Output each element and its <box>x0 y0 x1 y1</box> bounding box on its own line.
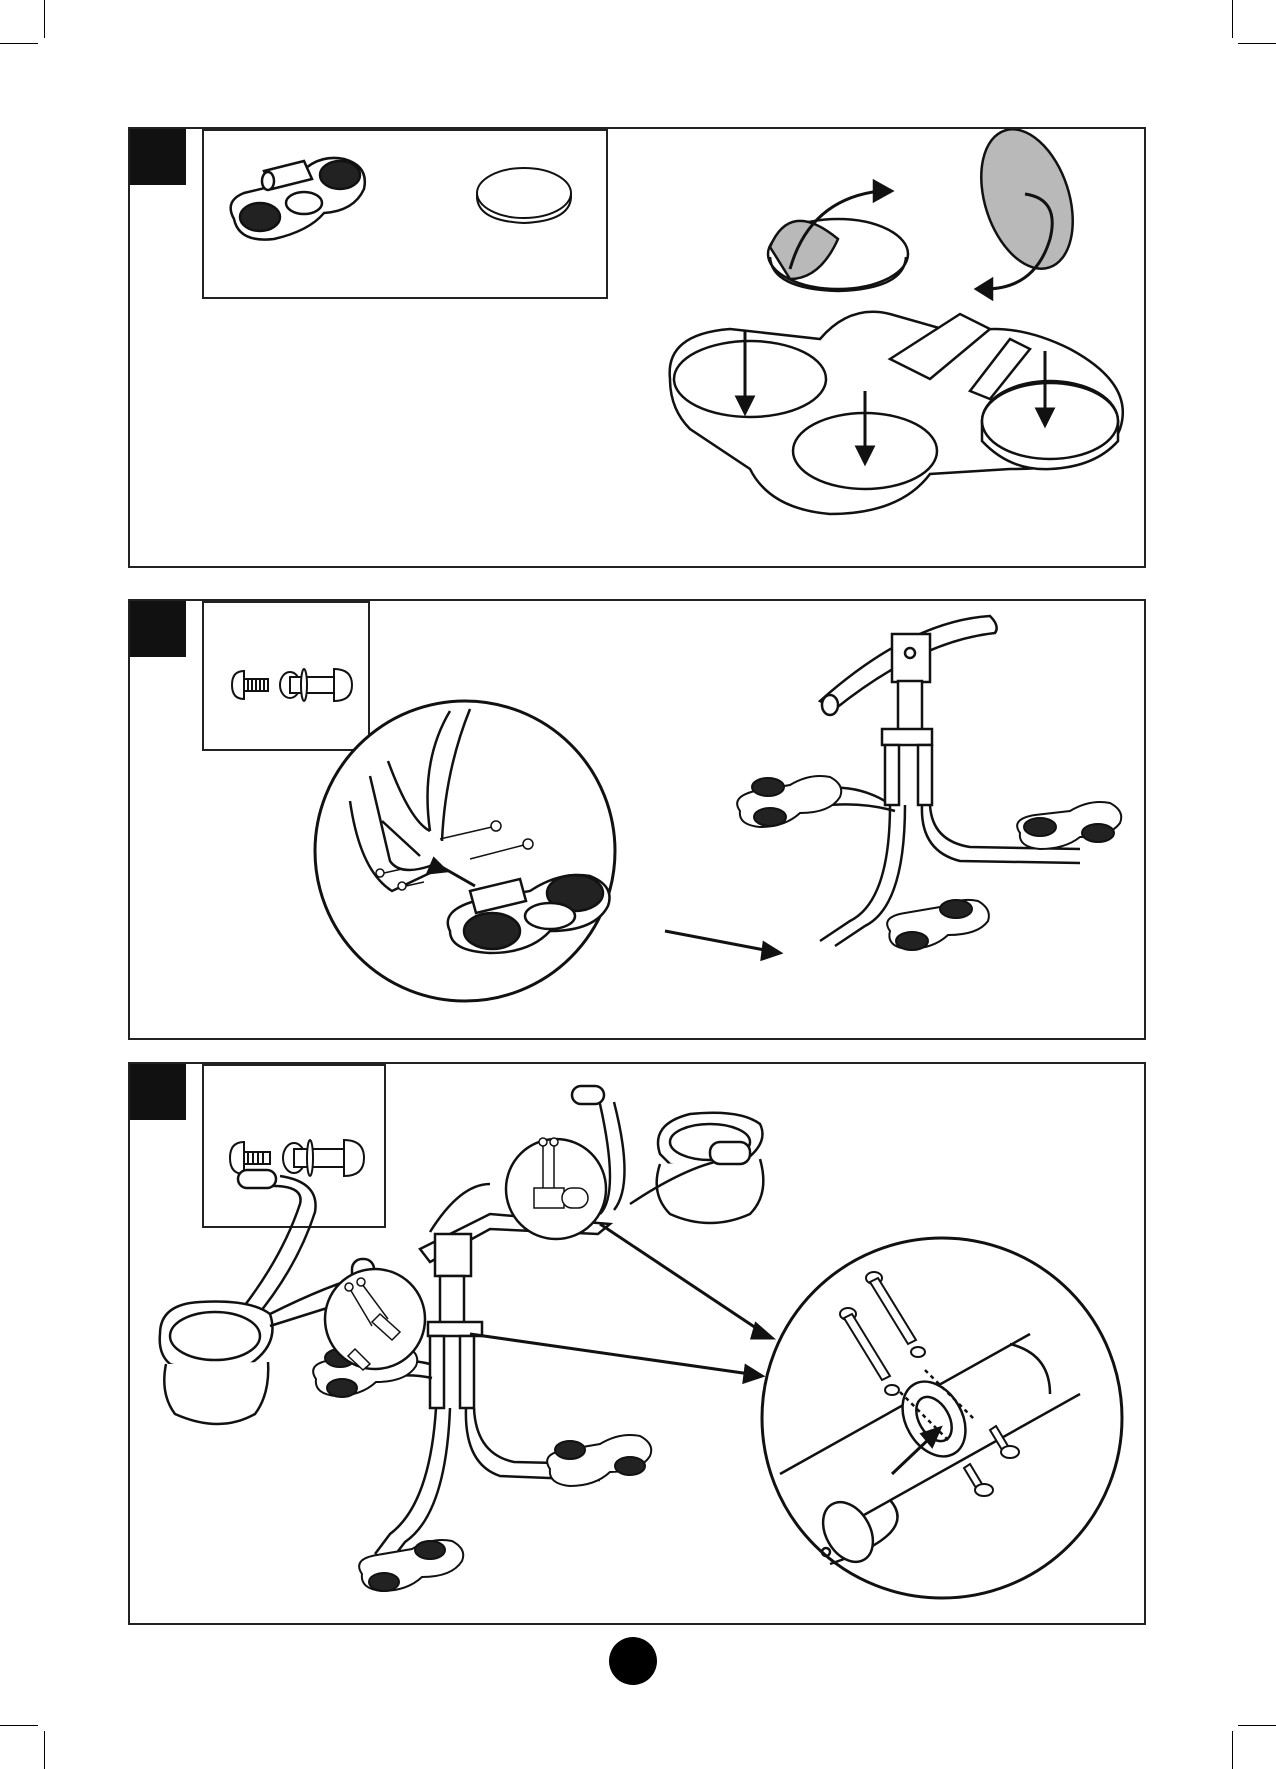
crop-mark <box>1232 1731 1233 1769</box>
step-1-illustration <box>130 129 1144 566</box>
crop-mark <box>1238 1725 1276 1726</box>
step-3-illustration <box>130 1064 1144 1623</box>
crop-mark <box>0 43 38 44</box>
arrow-icon <box>665 931 780 959</box>
step-panel-3 <box>128 1062 1146 1625</box>
seat-base-large-icon <box>670 312 1123 514</box>
step-2-illustration <box>130 601 1144 1038</box>
handlebar-frame-icon <box>810 616 1080 946</box>
crop-mark <box>0 1725 38 1726</box>
page-number <box>609 1637 657 1685</box>
center-post-icon <box>355 1214 610 1559</box>
seat-base-icon <box>313 1345 651 1591</box>
detail-circle <box>315 701 615 1001</box>
crop-mark <box>44 1731 45 1769</box>
arrow-icon <box>470 1224 772 1382</box>
crop-mark <box>1232 0 1233 38</box>
step-panel-1 <box>128 127 1146 568</box>
peel-sticker-icon <box>768 181 908 291</box>
crop-mark <box>1238 43 1276 44</box>
sticker-back-icon <box>965 129 1089 299</box>
step-panel-2 <box>128 599 1146 1040</box>
crop-mark <box>44 0 45 38</box>
